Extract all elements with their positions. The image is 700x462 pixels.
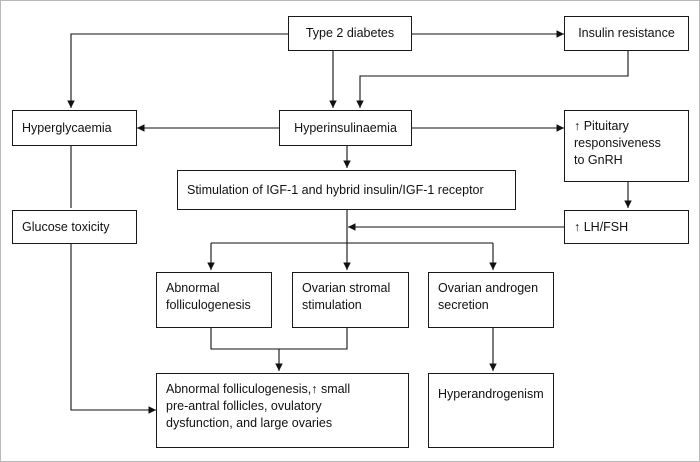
node-insulin-resistance: Insulin resistance [564, 16, 689, 51]
node-abnormal-folliculogenesis-label: Abnormal folliculogenesis [166, 281, 251, 312]
node-hyperinsulinaemia-label: Hyperinsulinaemia [294, 120, 397, 135]
node-lh-fsh-label: ↑ LH/FSH [574, 219, 629, 234]
node-igf-stimulation: Stimulation of IGF-1 and hybrid insulin/… [177, 170, 516, 210]
node-igf-stimulation-label: Stimulation of IGF-1 and hybrid insulin/… [187, 182, 484, 197]
node-type-2-diabetes-label: Type 2 diabetes [305, 26, 395, 40]
node-glucose-toxicity-label: Glucose toxicity [22, 219, 110, 234]
node-ovarian-stromal-stimulation-label: Ovarian stromal stimulation [302, 281, 391, 312]
arrow-type2-to-hyperglycaemia [67, 33, 288, 108]
node-pituitary-responsiveness-label: ↑ Pituitary responsiveness to GnRH [574, 119, 661, 167]
node-ovarian-androgen-secretion: Ovarian androgen secretion [428, 272, 554, 328]
node-abnormal-folliculogenesis: Abnormal folliculogenesis [156, 272, 272, 328]
node-hyperinsulinaemia: Hyperinsulinaemia [279, 110, 412, 146]
node-hyperandrogenism-label: Hyperandrogenism [438, 387, 544, 401]
node-outcome-label: Abnormal folliculogenesis,↑ small pre-an… [166, 382, 351, 430]
line-merge-to-outcome [210, 328, 348, 350]
node-hyperglycaemia-label: Hyperglycaemia [22, 120, 112, 135]
node-hyperglycaemia: Hyperglycaemia [12, 110, 137, 146]
arrow-insulin-resistance-to-hyperinsulinaemia [356, 51, 629, 108]
arrow-glucose-toxicity-to-outcome [70, 244, 156, 414]
node-lh-fsh: ↑ LH/FSH [564, 210, 689, 244]
node-insulin-resistance-label: Insulin resistance [578, 26, 675, 40]
node-outcome-abnormal-folliculogenesis: Abnormal folliculogenesis,↑ small pre-an… [156, 373, 409, 448]
node-type-2-diabetes: Type 2 diabetes [288, 16, 412, 51]
node-ovarian-stromal-stimulation: Ovarian stromal stimulation [292, 272, 409, 328]
node-ovarian-androgen-secretion-label: Ovarian androgen secretion [438, 281, 539, 312]
node-glucose-toxicity: Glucose toxicity [12, 210, 137, 244]
node-hyperandrogenism: Hyperandrogenism [428, 373, 554, 448]
node-pituitary-responsiveness: ↑ Pituitary responsiveness to GnRH [564, 110, 689, 182]
